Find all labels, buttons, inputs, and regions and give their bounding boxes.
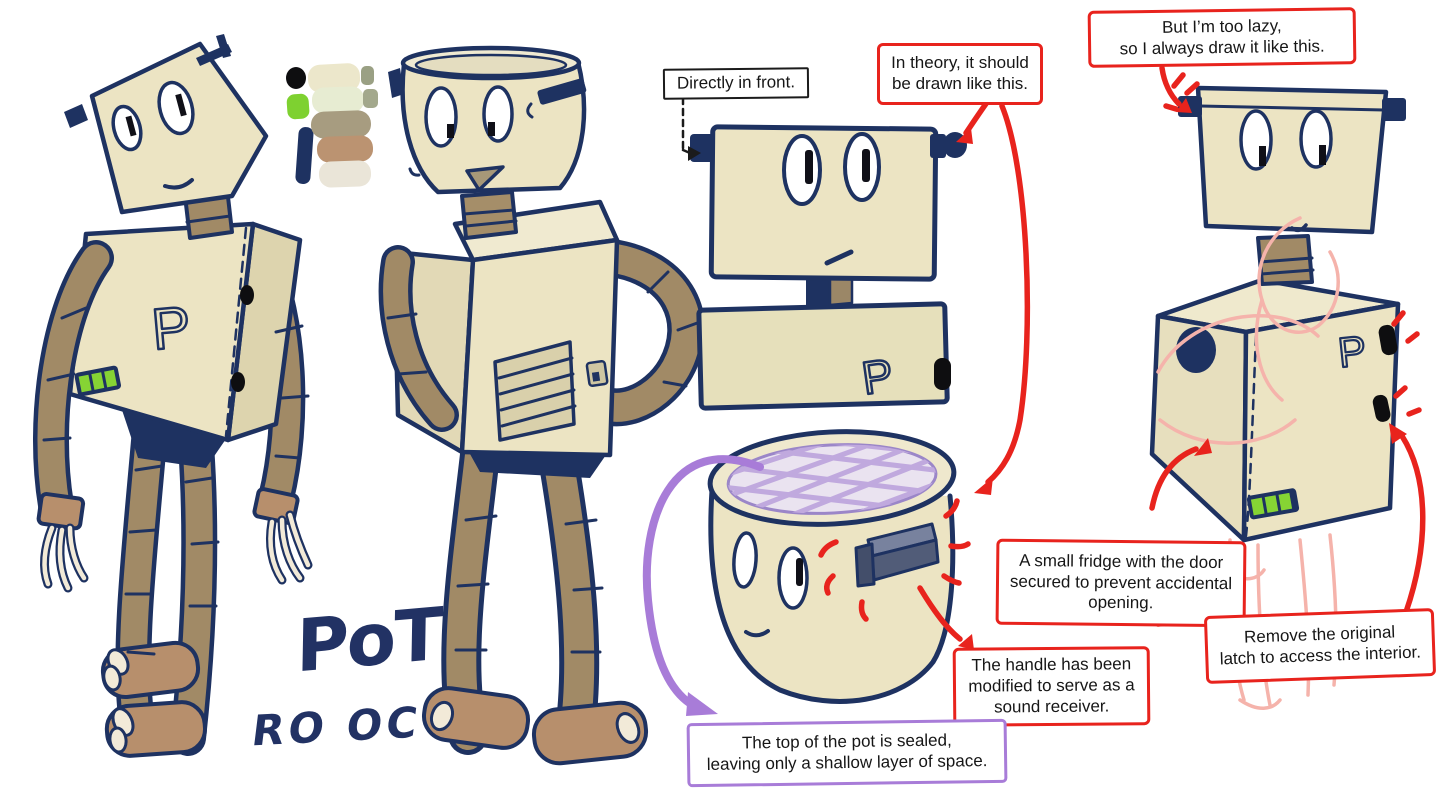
eye: [157, 80, 195, 136]
robot-fridge-view: P: [1149, 85, 1406, 710]
annotation-directly-in-front: Directly in front.: [662, 67, 810, 100]
eye: [782, 134, 822, 206]
head-bolt: [64, 104, 88, 128]
noodle-fingers: [40, 510, 313, 593]
artist-signature: PoT: [295, 591, 442, 689]
door-latch: [240, 285, 254, 305]
annotation-line: so I always draw it like this.: [1119, 36, 1325, 58]
palette-swatch: [361, 66, 374, 85]
eye: [1239, 109, 1273, 171]
mouth: [744, 629, 770, 638]
annotation-line: A small fridge with the door: [1019, 550, 1224, 572]
annotation-line: Directly in front.: [676, 72, 796, 93]
robot-back-view: [378, 45, 706, 766]
head-bolt: [537, 78, 587, 105]
annotation-handle-modified: The handle has been modified to serve as…: [952, 646, 1151, 727]
palette-swatch: [363, 89, 378, 108]
annotation-line: modified to serve as a: [968, 675, 1135, 696]
robot-front-view: P: [690, 124, 967, 411]
red-arrowheads: [956, 98, 1407, 650]
head-bolt: [1382, 98, 1406, 121]
side-switch: [585, 359, 609, 387]
door-latch: [934, 358, 951, 390]
palette-swatch: [310, 110, 371, 139]
head-bolt: [930, 134, 946, 158]
annotation-small-fridge: A small fridge with the door secured to …: [995, 538, 1247, 628]
mouth: [1290, 223, 1308, 233]
annotation-line: In theory, it should: [891, 53, 1029, 73]
annotation-line: The handle has been: [971, 654, 1132, 676]
sweat-drop: [526, 102, 534, 119]
mouth: [824, 249, 854, 266]
annotation-in-theory: In theory, it should be drawn like this.: [877, 43, 1043, 105]
annotation-line: opening.: [1088, 593, 1154, 613]
purple-arrow: [642, 455, 764, 716]
palette-swatch: [318, 160, 372, 188]
eye: [111, 104, 143, 152]
annotation-line: sound receiver.: [993, 696, 1110, 717]
eye: [732, 531, 758, 589]
palette-swatch: [307, 63, 361, 93]
antenna: [216, 34, 231, 58]
head-bolt: [690, 134, 714, 162]
red-arrows: [818, 65, 1426, 642]
annotation-line: be drawn like this.: [891, 74, 1029, 93]
door-letter: P: [1336, 327, 1369, 377]
battery-indicator: [74, 365, 122, 397]
sandal-foot: [100, 640, 208, 758]
annotation-line: leaving only a shallow layer of space.: [706, 751, 988, 774]
mouth: [163, 178, 194, 190]
artist-signature-sub: RO OC: [249, 697, 425, 756]
door-latch: [1372, 394, 1391, 422]
palette-swatch: [286, 93, 310, 120]
annotation-line: But I’m too lazy,: [1161, 15, 1282, 37]
annotation-too-lazy: But I’m too lazy, so I always draw it li…: [1087, 7, 1357, 68]
palette-swatch: [295, 127, 314, 185]
eye: [1299, 109, 1333, 169]
vent-grille: [493, 340, 577, 442]
pot-drawing: [707, 429, 957, 704]
open-mouth: [465, 165, 505, 192]
door-letter: P: [149, 294, 193, 362]
robot-threequarter-view: P: [32, 34, 313, 758]
palette-swatch: [311, 86, 365, 114]
head-bolt: [388, 68, 404, 98]
palette-swatch: [316, 135, 374, 163]
palette-swatch: [286, 67, 306, 89]
annotation-line: secured to prevent accidental: [1009, 571, 1233, 593]
door-latch: [1378, 324, 1398, 356]
battery-indicator: [1246, 488, 1300, 520]
black-pointer-arrow: [681, 96, 701, 161]
sealed-grid: [726, 439, 938, 519]
color-palette: [286, 63, 378, 188]
annotation-remove-latch: Remove the original latch to access the …: [1203, 608, 1437, 684]
door-latch: [231, 372, 245, 392]
fridge-door: [1241, 301, 1401, 543]
annotation-pot-sealed: The top of the pot is sealed, leaving on…: [686, 718, 1008, 788]
handle: [854, 522, 940, 588]
robot-head: [708, 124, 939, 282]
annotation-line: The top of the pot is sealed,: [741, 730, 952, 753]
